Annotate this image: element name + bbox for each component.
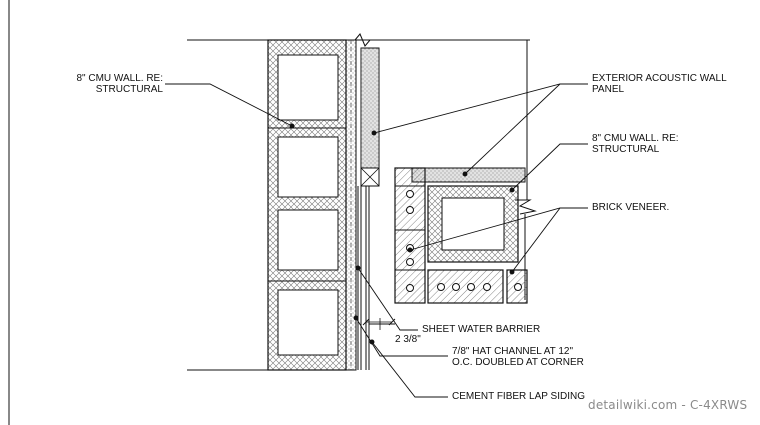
label-cmu-wall-left-line1: 8" CMU WALL. RE: <box>76 73 163 84</box>
break-mark-right <box>515 199 537 215</box>
label-sheet-water-barrier: SHEET WATER BARRIER <box>422 324 541 335</box>
leader-brick-2 <box>511 207 561 273</box>
leader-water-barrier <box>357 267 418 331</box>
label-hat-channel: 7/8" HAT CHANNEL AT 12" O.C. DOUBLED AT … <box>452 346 584 368</box>
leader-hat-channel <box>355 317 448 357</box>
leader-siding <box>371 341 448 398</box>
acoustic-panel-vertical <box>360 47 380 187</box>
brick-veneer-row <box>427 269 528 304</box>
leader-acoustic-1 <box>373 83 588 134</box>
label-acoustic-panel: EXTERIOR ACOUSTIC WALL PANEL <box>592 73 727 95</box>
dimension-line <box>362 318 396 326</box>
acoustic-panel-horizontal <box>411 167 526 183</box>
cmu-cell <box>277 54 339 121</box>
leader-cmu-left <box>165 83 293 127</box>
hat-channel <box>357 186 370 370</box>
label-acoustic-panel-line1: EXTERIOR ACOUSTIC WALL <box>592 73 727 84</box>
cmu-cell <box>277 289 339 356</box>
cmu-cell <box>277 209 339 271</box>
label-acoustic-panel-line2: PANEL <box>592 84 625 95</box>
brick-veneer-column <box>394 167 426 304</box>
break-mark-top <box>354 33 379 47</box>
label-cmu-wall-left-line2: STRUCTURAL <box>95 84 163 95</box>
leader-lines <box>165 83 588 398</box>
cmu-cell <box>277 136 339 198</box>
watermark: detailwiki.com - C-4XRWS <box>588 398 748 412</box>
leader-cmu-right <box>511 143 588 191</box>
label-cmu-wall-right: 8" CMU WALL. RE: STRUCTURAL <box>592 133 679 155</box>
insulation-strip <box>345 39 357 371</box>
leader-acoustic-2 <box>464 83 561 175</box>
label-cmu-wall-left: 8" CMU WALL. RE: STRUCTURAL <box>60 73 163 95</box>
label-cement-siding: CEMENT FIBER LAP SIDING <box>452 391 585 402</box>
label-hat-channel-line1: 7/8" HAT CHANNEL AT 12" <box>452 346 574 357</box>
label-cmu-wall-right-line1: 8" CMU WALL. RE: <box>592 133 679 144</box>
label-cmu-wall-right-line2: STRUCTURAL <box>592 144 660 155</box>
label-brick-veneer: BRICK VENEER. <box>592 202 670 213</box>
label-dimension: 2 3/8" <box>395 334 421 345</box>
label-hat-channel-line2: O.C. DOUBLED AT CORNER <box>452 357 584 368</box>
cmu-wall-left <box>267 39 347 371</box>
